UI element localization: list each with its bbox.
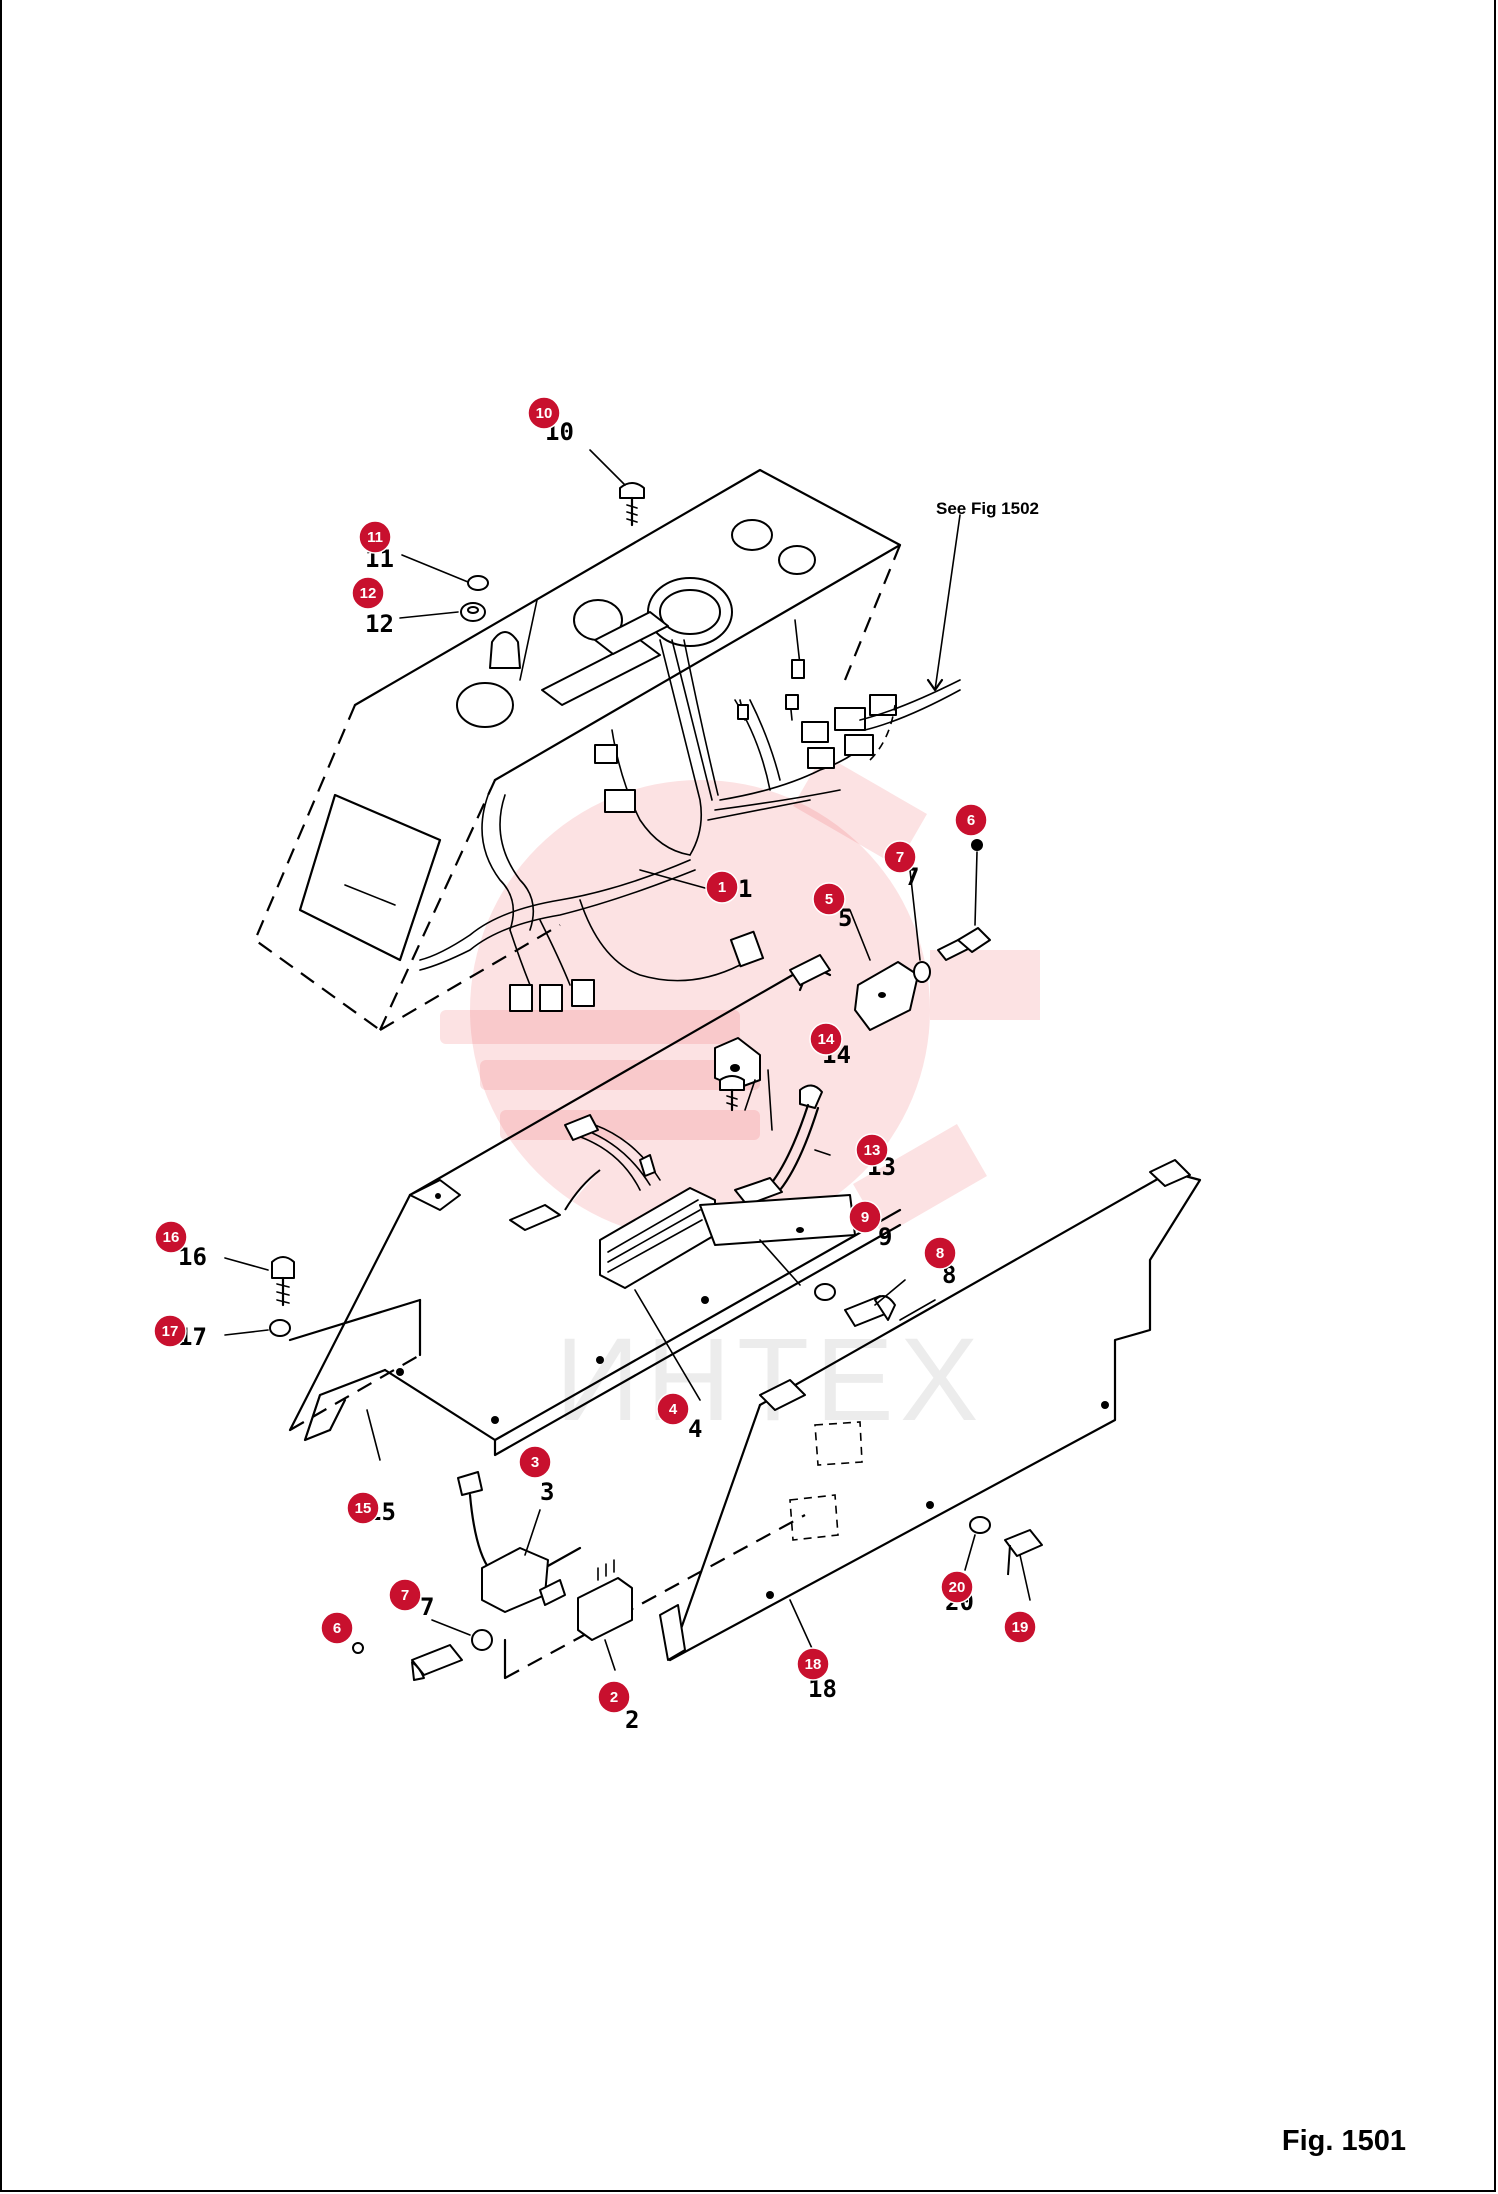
printed-number-1: 1	[738, 875, 752, 903]
leader-lines-upper	[399, 449, 706, 889]
callout-2[interactable]: 2	[597, 1680, 631, 1714]
svg-text:14: 14	[818, 1031, 835, 1048]
callout-11[interactable]: 11	[358, 520, 392, 554]
svg-text:20: 20	[949, 1579, 966, 1596]
printed-number-9: 9	[878, 1223, 892, 1251]
svg-text:7: 7	[896, 849, 904, 866]
svg-text:7: 7	[401, 1587, 409, 1604]
callout-18[interactable]: 18	[796, 1647, 830, 1681]
callout-20[interactable]: 20	[940, 1570, 974, 1604]
svg-text:18: 18	[805, 1656, 822, 1673]
bolt-16-washer-17	[224, 1256, 295, 1337]
callout-4[interactable]: 4	[656, 1392, 690, 1426]
svg-text:15: 15	[355, 1500, 372, 1517]
mounting-bracket-15	[288, 954, 902, 1461]
figure-label: Fig. 1501	[1281, 2125, 1406, 2157]
callout-14[interactable]: 14	[809, 1022, 843, 1056]
callout-6b[interactable]: 6	[320, 1611, 354, 1645]
svg-text:10: 10	[536, 405, 553, 422]
svg-text:19: 19	[1012, 1619, 1029, 1636]
svg-text:11: 11	[367, 529, 383, 546]
svg-text:1: 1	[718, 879, 726, 896]
printed-number-2: 2	[625, 1706, 639, 1734]
svg-text:17: 17	[162, 1323, 179, 1340]
svg-text:3: 3	[531, 1454, 539, 1471]
see-fig-1502-note: See Fig 1502	[936, 499, 1039, 518]
callout-13[interactable]: 13	[855, 1133, 889, 1167]
callout-8[interactable]: 8	[923, 1236, 957, 1270]
svg-text:4: 4	[669, 1401, 678, 1418]
printed-number-7b: 7	[420, 1593, 434, 1621]
svg-text:8: 8	[936, 1245, 944, 1262]
callout-9[interactable]: 9	[848, 1200, 882, 1234]
printed-number-12: 12	[365, 610, 394, 638]
callout-10[interactable]: 10	[527, 396, 561, 430]
callout-19[interactable]: 19	[1003, 1610, 1037, 1644]
svg-text:13: 13	[864, 1142, 881, 1159]
instrument-panel-housing	[253, 468, 961, 1031]
relay-5-bolt-assembly	[849, 839, 991, 1031]
printed-number-3: 3	[540, 1478, 554, 1506]
callout-markers: 10 11 12 1 5 7 6 14 13 9 8 16 17 4 3 15 …	[153, 396, 1037, 1714]
svg-text:5: 5	[825, 891, 833, 908]
watermark-text: ИНТЕХ	[555, 1314, 985, 1446]
svg-text:6: 6	[333, 1620, 341, 1637]
callout-16[interactable]: 16	[154, 1220, 188, 1254]
clip-14-cable-13	[714, 1037, 831, 1206]
svg-text:2: 2	[610, 1689, 618, 1706]
svg-text:9: 9	[861, 1209, 869, 1226]
printed-number-5: 5	[838, 904, 852, 932]
callout-5[interactable]: 5	[812, 882, 846, 916]
callout-7a[interactable]: 7	[883, 840, 917, 874]
svg-text:16: 16	[163, 1229, 180, 1246]
relay-3-relay-2-lower-bolt	[352, 1471, 633, 1681]
callout-7b[interactable]: 7	[388, 1578, 422, 1612]
bolt-19-washer-20	[964, 1516, 1043, 1601]
callout-1[interactable]: 1	[705, 870, 739, 904]
svg-text:6: 6	[967, 812, 975, 829]
callout-12[interactable]: 12	[351, 576, 385, 610]
callout-3[interactable]: 3	[518, 1445, 552, 1479]
callout-15[interactable]: 15	[346, 1491, 380, 1525]
svg-text:12: 12	[360, 585, 377, 602]
callout-17[interactable]: 17	[153, 1314, 187, 1348]
callout-6a[interactable]: 6	[954, 803, 988, 837]
terminal-block-4	[509, 1114, 936, 1401]
side-cover-18	[503, 1159, 1202, 1680]
printed-number-4: 4	[688, 1415, 702, 1443]
